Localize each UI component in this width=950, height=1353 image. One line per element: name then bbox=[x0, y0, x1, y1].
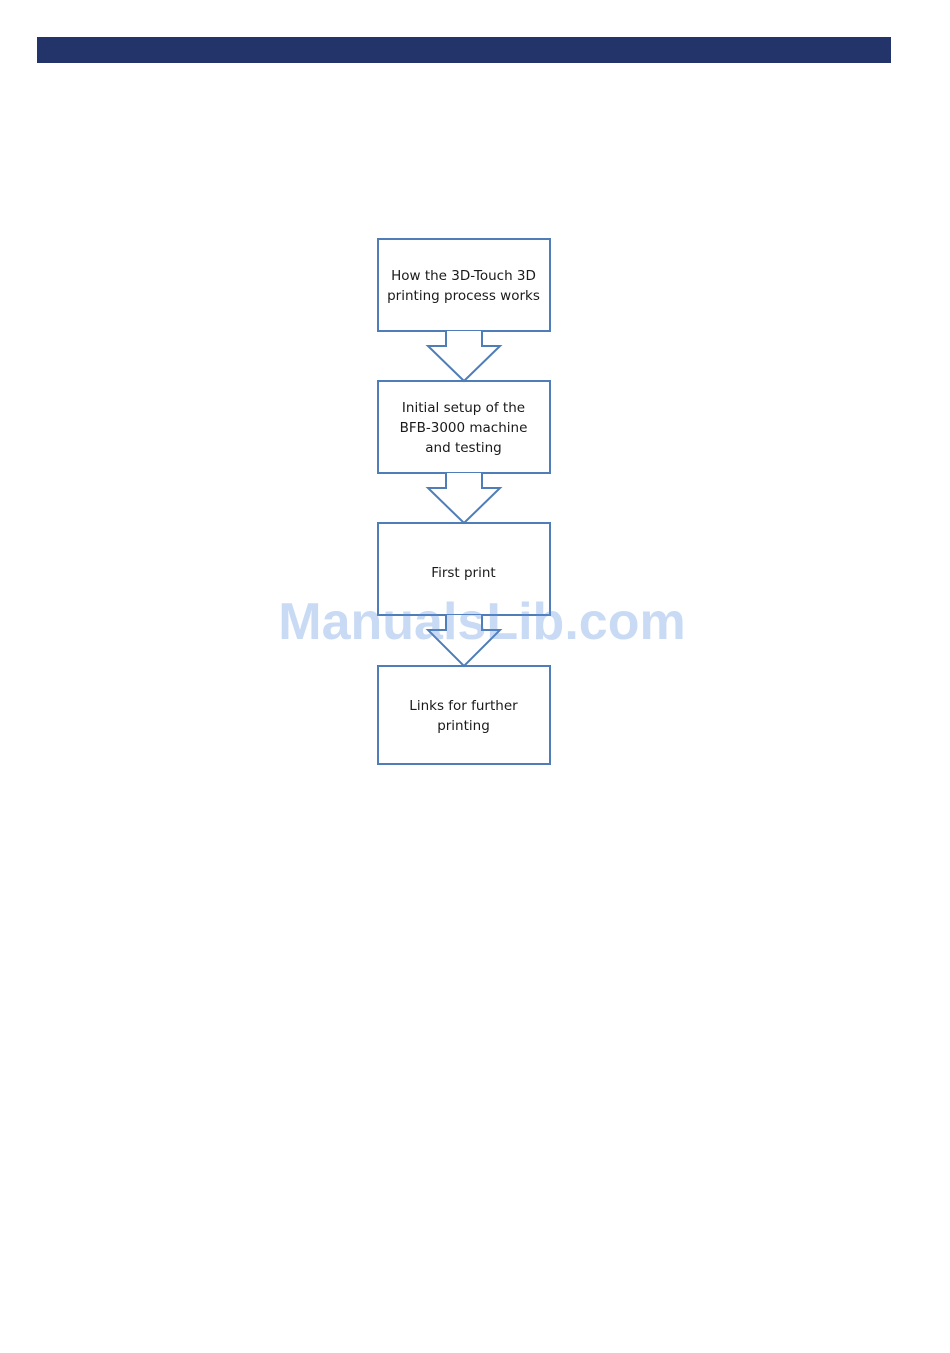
step-box-4: Links for further printing bbox=[377, 666, 550, 765]
step-box-3: First print bbox=[377, 523, 550, 622]
arrow-down-2 bbox=[428, 473, 500, 523]
step-label-2: Initial setup of the BFB-3000 machine an… bbox=[385, 398, 542, 458]
arrow-down-3 bbox=[428, 615, 500, 666]
step-label-1: How the 3D-Touch 3D printing process wor… bbox=[385, 266, 542, 306]
step-box-2: Initial setup of the BFB-3000 machine an… bbox=[377, 381, 550, 474]
step-label-4: Links for further printing bbox=[385, 696, 542, 736]
step-label-3: First print bbox=[431, 563, 495, 583]
arrow-down-1 bbox=[428, 331, 500, 381]
step-box-1: How the 3D-Touch 3D printing process wor… bbox=[377, 239, 550, 332]
